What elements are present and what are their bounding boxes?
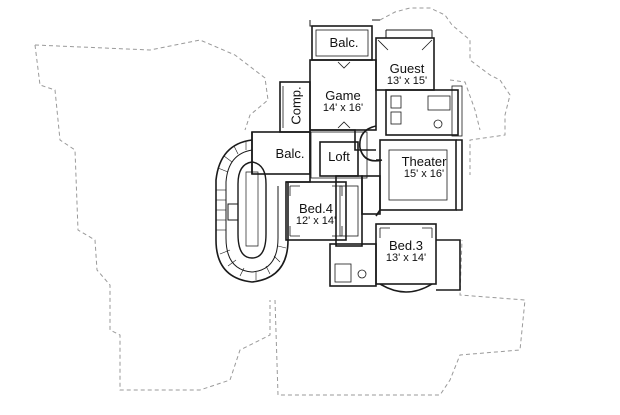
spiral-staircase — [215, 139, 289, 283]
room-name: Bed.3 — [389, 238, 423, 253]
room-name: Loft — [328, 149, 350, 164]
room-name: Balc. — [329, 35, 359, 50]
room-label-game: Game 14' x 16' — [312, 89, 374, 114]
walls — [251, 19, 463, 293]
room-dimensions: 14' x 16' — [322, 102, 364, 114]
room-name: Game — [325, 88, 361, 103]
room-dimensions: 13' x 14' — [385, 252, 427, 264]
lower-floor-outline — [34, 7, 526, 396]
room-dimensions: 13' x 15' — [386, 75, 428, 87]
room-label-comp: Comp. — [288, 86, 304, 125]
room-label-balcony-top: Balc. — [326, 36, 362, 49]
room-label-guest: Guest 13' x 15' — [378, 62, 436, 87]
room-label-balcony-mid: Balc. — [270, 147, 310, 160]
room-label-loft: Loft — [322, 150, 356, 163]
room-dimensions: 15' x 16' — [403, 168, 445, 180]
room-name: Bed.4 — [299, 201, 333, 216]
room-label-theater: Theater 15' x 16' — [390, 155, 458, 180]
room-name: Balc. — [275, 146, 305, 161]
room-label-bed3: Bed.3 13' x 14' — [376, 239, 436, 264]
room-name: Guest — [389, 61, 425, 76]
room-dimensions: 12' x 14' — [295, 215, 337, 227]
room-label-bed4: Bed.4 12' x 14' — [286, 202, 346, 227]
room-name: Theater — [401, 154, 447, 169]
